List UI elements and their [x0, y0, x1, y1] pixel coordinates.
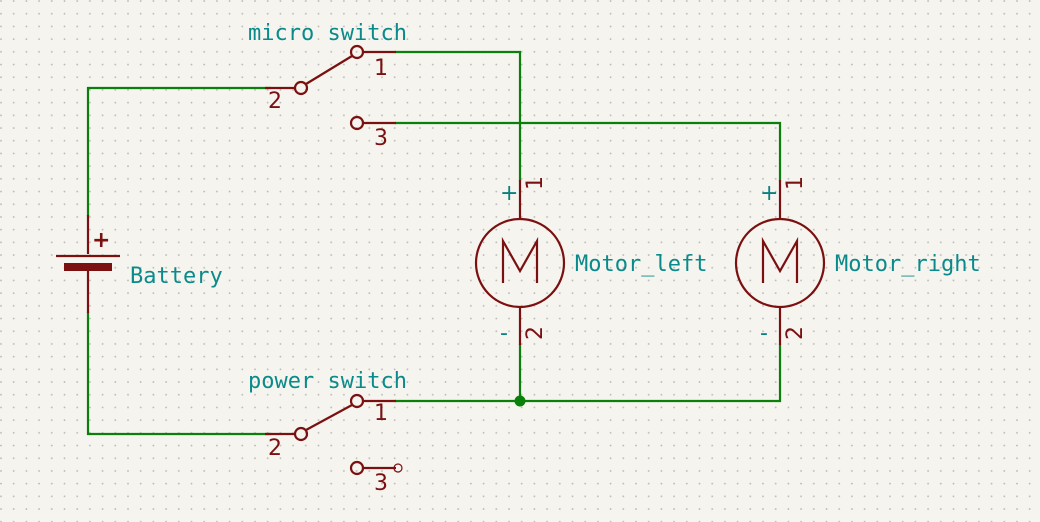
- motor-right-m-glyph: [761, 236, 799, 283]
- power-switch-common-contact: [293, 426, 309, 442]
- micro-switch-common-contact: [293, 80, 309, 96]
- motor-left-minus-sign: -: [500, 321, 508, 346]
- power-switch-pin-1-number: 1: [374, 401, 388, 426]
- wire-micro-pin3-to-motor-right[interactable]: [394, 121, 782, 182]
- battery[interactable]: + Battery: [56, 215, 223, 313]
- battery-plus-sign: +: [92, 228, 110, 253]
- power-switch-unconnected-pin-marker: [393, 463, 403, 473]
- power-switch[interactable]: power switch 2 1 3: [248, 369, 407, 496]
- power-switch-contact-1: [349, 393, 365, 409]
- battery-negative-plate: [64, 263, 112, 271]
- wires: [86, 50, 782, 436]
- power-switch-pin-3-number: 3: [374, 471, 388, 496]
- micro-switch-pin-2-number: 2: [268, 89, 282, 114]
- motor-right-label: Motor_right: [835, 252, 981, 277]
- power-switch-lever: [305, 404, 353, 431]
- wire-battery-top[interactable]: [86, 86, 272, 217]
- motor-left-label: Motor_left: [575, 252, 707, 277]
- motor-left[interactable]: + 1 - 2 Motor_left: [474, 176, 707, 346]
- motor-left-m-glyph: [501, 236, 539, 283]
- micro-switch-contact-3: [349, 115, 365, 131]
- motor-right-pin-2-number: 2: [783, 326, 808, 340]
- battery-label: Battery: [130, 264, 223, 289]
- motor-left-pin-2-number: 2: [523, 326, 548, 340]
- micro-switch[interactable]: micro switch 2 1 3: [248, 21, 407, 151]
- micro-switch-lever: [305, 55, 353, 85]
- motor-left-pin-1-number: 1: [523, 176, 548, 190]
- power-switch-contact-3: [349, 460, 365, 476]
- power-switch-pin-2-number: 2: [268, 436, 282, 461]
- motor-right-pin-1-number: 1: [783, 176, 808, 190]
- power-switch-label: power switch: [248, 369, 407, 394]
- micro-switch-pin-1-number: 1: [374, 56, 388, 81]
- motor-right-minus-sign: -: [760, 321, 768, 346]
- micro-switch-label: micro switch: [248, 21, 407, 46]
- micro-switch-contact-1: [349, 44, 365, 60]
- micro-switch-pin-3-number: 3: [374, 126, 388, 151]
- wire-micro-pin1-to-motor-left[interactable]: [394, 50, 522, 182]
- junction-dot: [514, 395, 526, 407]
- motor-left-plus-sign: +: [500, 181, 518, 206]
- motor-right[interactable]: + 1 - 2 Motor_right: [734, 176, 981, 346]
- wire-battery-bottom[interactable]: [86, 311, 272, 436]
- motor-right-plus-sign: +: [760, 181, 778, 206]
